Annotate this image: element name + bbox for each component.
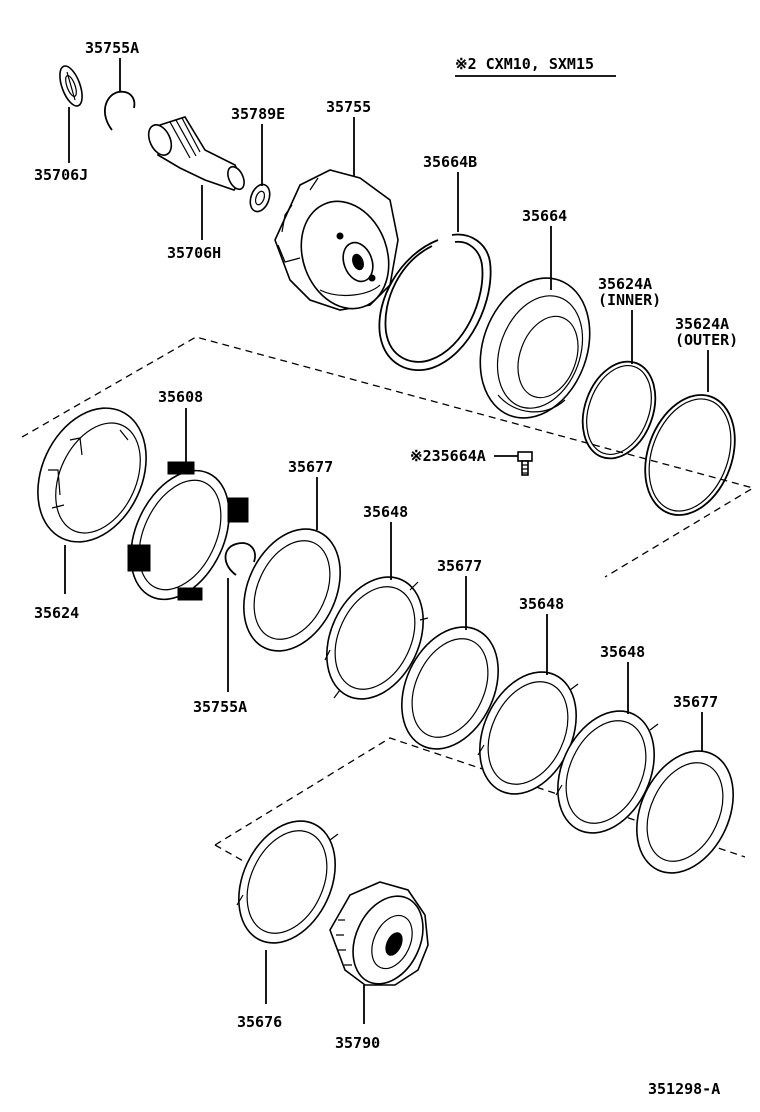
label-35648-b: 35648 bbox=[519, 595, 564, 613]
label-35648-a: 35648 bbox=[363, 503, 408, 521]
label-35664a: ※235664A bbox=[410, 447, 486, 465]
label-35789e: 35789E bbox=[231, 105, 285, 123]
label-35624a-outer-sub: (OUTER) bbox=[675, 331, 738, 349]
label-35755a-top: 35755A bbox=[85, 39, 139, 57]
label-35624a-inner: 35624A bbox=[598, 275, 652, 293]
label-35706j: 35706J bbox=[34, 166, 88, 184]
label-35755a-mid: 35755A bbox=[193, 698, 247, 716]
label-35676: 35676 bbox=[237, 1013, 282, 1031]
bolt-35664a bbox=[517, 451, 533, 476]
label-35755: 35755 bbox=[326, 98, 371, 116]
label-35706h: 35706H bbox=[167, 244, 221, 262]
label-35624a-inner-sub: (INNER) bbox=[598, 291, 661, 309]
group-outline-upper bbox=[21, 336, 755, 578]
label-35664b: 35664B bbox=[423, 153, 477, 171]
washer-35789e bbox=[249, 183, 271, 213]
plate-35677-b bbox=[401, 626, 499, 750]
disc-35648-c bbox=[555, 710, 659, 834]
snap-ring-35755a-mid bbox=[224, 542, 256, 576]
label-35790: 35790 bbox=[335, 1034, 380, 1052]
label-35624a-outer: 35624A bbox=[675, 315, 729, 333]
label-35648-c: 35648 bbox=[600, 643, 645, 661]
plate-35677-c bbox=[636, 750, 734, 874]
plate-35677-a bbox=[243, 528, 341, 652]
oring-35624a-inner bbox=[581, 360, 657, 460]
oring-35624a-outer-edge bbox=[648, 398, 732, 512]
label-35624: 35624 bbox=[34, 604, 79, 622]
piston-35664 bbox=[479, 277, 591, 419]
header-note: ※2 CXM10, SXM15 bbox=[455, 55, 594, 73]
label-35677-c: 35677 bbox=[673, 693, 718, 711]
oring-35624a-outer bbox=[644, 394, 736, 516]
cylinder-35624 bbox=[37, 407, 147, 543]
disc-35648-a bbox=[324, 576, 429, 700]
one-way-clutch-35608 bbox=[127, 461, 249, 601]
snap-ring-35664b bbox=[378, 233, 492, 372]
label-35677-a: 35677 bbox=[288, 458, 333, 476]
disc-35648-b bbox=[477, 671, 579, 795]
label-35664: 35664 bbox=[522, 207, 567, 225]
group-outline-lower bbox=[214, 737, 746, 858]
clutch-drum-35755 bbox=[274, 169, 399, 311]
oring-35624a-inner-edge bbox=[586, 364, 652, 456]
label-35608: 35608 bbox=[158, 388, 203, 406]
snap-ring-35755a-top bbox=[104, 90, 136, 131]
plate-35676 bbox=[236, 820, 339, 944]
shaft-35706h bbox=[147, 116, 245, 191]
group-outline-lower-tick bbox=[214, 844, 246, 863]
label-35677-b: 35677 bbox=[437, 557, 482, 575]
thrust-bearing-35706j bbox=[59, 65, 83, 107]
clutch-hub-35790 bbox=[329, 881, 429, 986]
figure-code: 351298-A bbox=[648, 1080, 720, 1098]
